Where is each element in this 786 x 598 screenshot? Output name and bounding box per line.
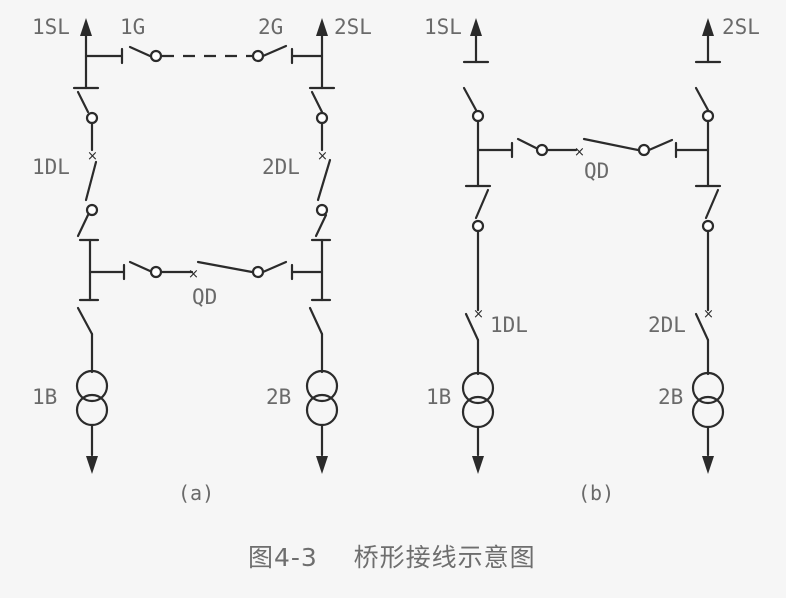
transformer-1b-b (461, 371, 495, 474)
line-2sl-arrow-a (316, 18, 328, 90)
middle-right-b (694, 184, 722, 312)
label-1b-b: 1B (426, 385, 451, 409)
svg-text:×: × (473, 307, 484, 322)
label-2b-b: 2B (658, 385, 683, 409)
transformer-2b (305, 369, 339, 474)
disconnector-2g (251, 44, 324, 65)
label-qd-a: QD (192, 285, 217, 309)
svg-text:×: × (574, 145, 585, 160)
bridge-qd-b: × (476, 137, 710, 160)
disconnector-1g (84, 45, 163, 65)
label-2sl-a: 2SL (334, 15, 372, 39)
breaker-1dl-b: × (464, 307, 484, 376)
diagram-b: × × × (424, 15, 760, 505)
transformer-1b (75, 369, 109, 474)
subcaption-b: (b) (578, 481, 614, 505)
upper-left-b (462, 86, 485, 188)
diagram-a: × × × (32, 15, 372, 505)
label-1g: 1G (120, 15, 145, 39)
label-2dl-b: 2DL (648, 313, 686, 337)
label-qd-b: QD (584, 159, 609, 183)
svg-text:×: × (703, 307, 714, 322)
svg-text:×: × (188, 267, 199, 282)
middle-left-b (464, 184, 492, 312)
line-1sl-arrow-b (462, 18, 490, 64)
lower-left-a (76, 298, 100, 374)
branch-right-a: × (308, 86, 336, 302)
label-2g: 2G (258, 15, 283, 39)
label-2b: 2B (266, 385, 291, 409)
label-1sl-a: 1SL (32, 15, 70, 39)
label-1dl-b: 1DL (490, 313, 528, 337)
svg-text:×: × (317, 149, 328, 164)
line-2sl-arrow-b (694, 18, 722, 64)
label-2sl-b: 2SL (722, 15, 760, 39)
upper-right-b (694, 86, 715, 188)
transformer-2b-b (691, 371, 725, 474)
svg-text:×: × (87, 149, 98, 164)
figure-caption: 图4-3 桥形接线示意图 (248, 543, 536, 572)
label-1sl-b: 1SL (424, 15, 462, 39)
line-1sl-arrow-a (80, 18, 92, 90)
branch-left-a: × (72, 86, 100, 302)
label-1b: 1B (32, 385, 57, 409)
lower-right-a (308, 298, 332, 374)
label-2dl-a: 2DL (262, 155, 300, 179)
label-1dl-a: 1DL (32, 155, 70, 179)
subcaption-a: (a) (178, 481, 214, 505)
bridge-qd-a: × (88, 260, 324, 282)
breaker-2dl-b: × (694, 307, 714, 376)
